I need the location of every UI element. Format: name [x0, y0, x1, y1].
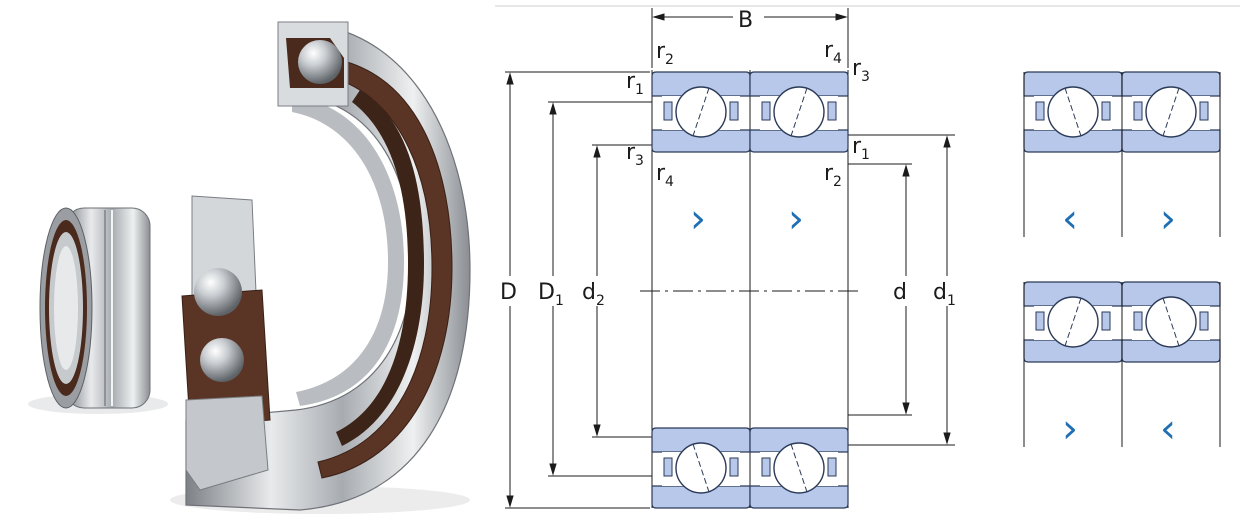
label-r3-top: r3: [852, 56, 870, 85]
arrow-face-to-face-right: ‹: [1160, 406, 1176, 452]
label-r1-top: r1: [626, 69, 644, 98]
arrow-main-right: ›: [788, 196, 804, 242]
dimension-d1: [943, 135, 951, 445]
dimension-B: [651, 8, 849, 68]
label-B: B: [738, 8, 753, 33]
arrow-face-to-face-left: ›: [1062, 406, 1078, 452]
label-r3-left: r3: [626, 140, 644, 169]
dimension-d2: [593, 145, 601, 437]
arrangement-diagrams: [1023, 72, 1221, 447]
label-r2-top: r2: [656, 39, 674, 68]
label-D: D: [500, 280, 517, 305]
label-r2-right: r2: [824, 161, 842, 190]
label-r4-left: r4: [656, 161, 674, 190]
dimension-D: [506, 72, 514, 508]
label-d: d: [893, 280, 907, 305]
section-arr1-left: [1023, 71, 1123, 153]
drawing-labels: B D D1 d2 d d1 r2 r1 r3 r4 r4 r3 r1 r2: [500, 8, 956, 309]
arrow-main-left: ›: [690, 196, 706, 242]
dimension-d: [902, 164, 910, 415]
label-r1-right: r1: [852, 134, 870, 163]
label-d1: d1: [933, 280, 956, 309]
section-top-left: [651, 71, 751, 153]
section-bottom-right: [749, 427, 849, 509]
bearing-photo: [28, 21, 471, 514]
label-D1: D1: [538, 280, 564, 309]
small-bearing-photo: [28, 207, 168, 414]
arrow-back-to-back-left: ‹: [1062, 196, 1078, 242]
section-top-right: [749, 71, 849, 153]
bearing-cross-sections: [651, 71, 1221, 509]
section-bottom-left: [651, 427, 751, 509]
label-r4-top: r4: [824, 38, 842, 67]
section-arr2-right: [1121, 281, 1221, 363]
cutaway-bearing-photo: [170, 21, 471, 514]
label-d2: d2: [582, 280, 605, 309]
dimension-D1: [549, 102, 557, 476]
section-arr2-left: [1023, 281, 1123, 363]
section-arr1-right: [1121, 71, 1221, 153]
contact-angle-arrows: › › ‹ › › ‹: [690, 196, 1176, 452]
arrow-back-to-back-right: ›: [1160, 196, 1176, 242]
